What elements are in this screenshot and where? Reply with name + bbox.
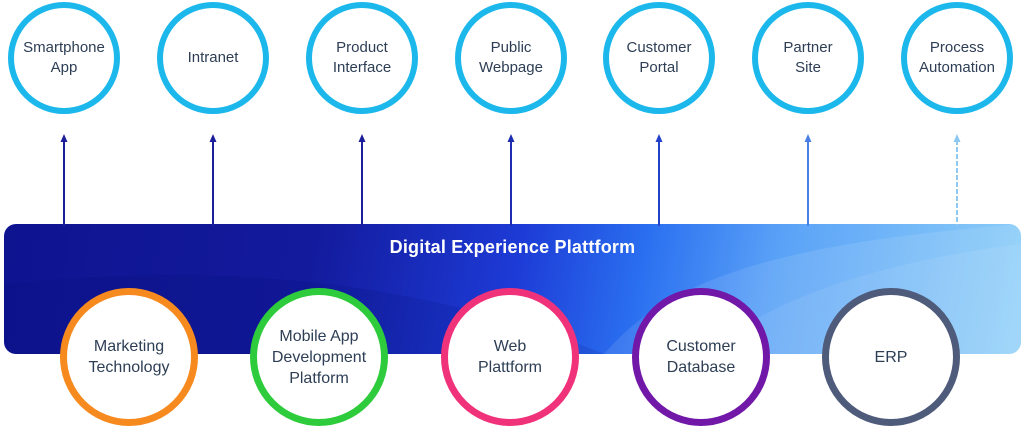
node-marketing-technology: Marketing Technology: [60, 288, 198, 426]
node-label: ERP: [874, 348, 908, 366]
node-label: Customer Portal: [626, 39, 692, 76]
node-intranet: Intranet: [157, 2, 269, 114]
node-web-plattform: Web Plattform: [441, 288, 579, 426]
arrow-up-icon: [358, 134, 366, 226]
node-erp: ERP: [822, 288, 960, 426]
arrow-up-icon: [953, 134, 961, 226]
arrow-up-icon: [209, 134, 217, 226]
node-customer-portal: Customer Portal: [603, 2, 715, 114]
node-customer-database: Customer Database: [632, 288, 770, 426]
node-product-interface: Product Interface: [306, 2, 418, 114]
arrow-up-icon: [804, 134, 812, 226]
node-process-automation: Process Automation: [901, 2, 1013, 114]
node-mobile-app-development-platform: Mobile App Development Platform: [250, 288, 388, 426]
arrow-up-icon: [60, 134, 68, 226]
node-label: Public Webpage: [479, 39, 543, 76]
node-partner-site: Partner Site: [752, 2, 864, 114]
banner-title: Digital Experience Plattform: [389, 237, 636, 257]
arrow-up-icon: [655, 134, 663, 226]
node-public-webpage: Public Webpage: [455, 2, 567, 114]
node-label: Product Interface: [332, 39, 392, 76]
node-label: Mobile App Development Platform: [271, 327, 367, 387]
node-label: Customer Database: [666, 338, 736, 376]
node-label: Process Automation: [919, 39, 995, 76]
node-label: Smartphone App: [23, 39, 105, 76]
arrow-up-icon: [507, 134, 515, 226]
node-label: Web Plattform: [477, 338, 542, 376]
node-label: Marketing Technology: [88, 338, 170, 376]
node-label: Partner Site: [783, 39, 833, 76]
node-label: Intranet: [187, 49, 239, 66]
node-smartphone-app: Smartphone App: [8, 2, 120, 114]
